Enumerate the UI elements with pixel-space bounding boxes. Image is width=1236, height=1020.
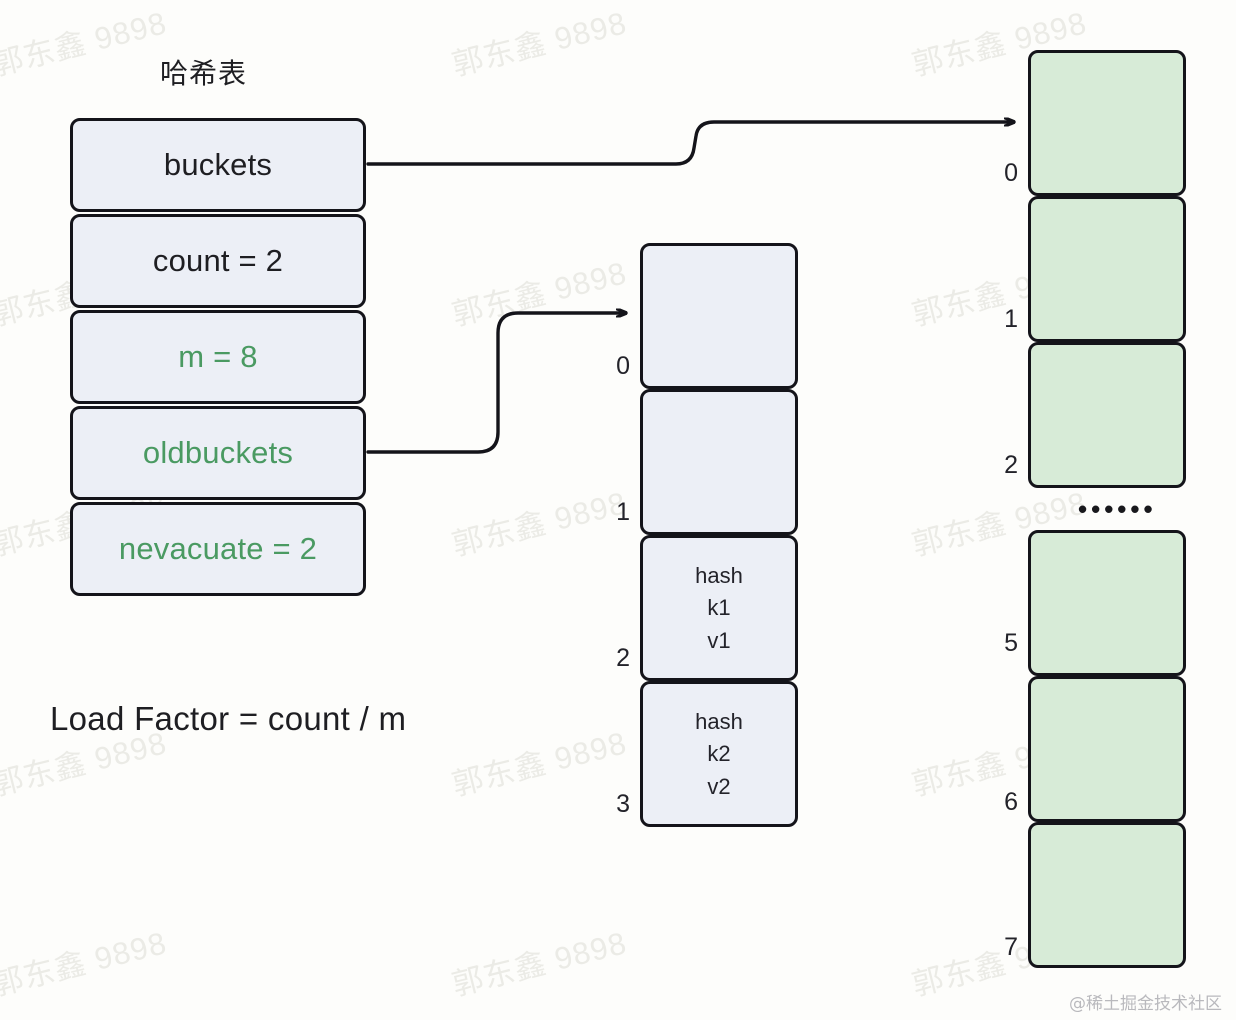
buckets-index-1: 1: [1004, 305, 1018, 333]
load-factor-formula: Load Factor = count / m: [50, 700, 407, 737]
buckets-cell-0[interactable]: [1028, 50, 1186, 196]
oldbuckets-cell-3[interactable]: hash k2 v2: [640, 681, 798, 827]
bucket-entry-hash: hash: [695, 709, 743, 735]
struct-field-m[interactable]: m = 8: [70, 310, 366, 404]
page-title: 哈希表: [160, 57, 248, 90]
bucket-entry-key: k2: [707, 741, 731, 767]
buckets-cell-6[interactable]: [1028, 676, 1186, 822]
buckets-cell-1[interactable]: [1028, 196, 1186, 342]
struct-field-oldbuckets[interactable]: oldbuckets: [70, 406, 366, 500]
struct-field-label: buckets: [163, 147, 273, 183]
struct-field-count[interactable]: count = 2: [70, 214, 366, 308]
bucket-entry: hash k2 v2: [695, 710, 743, 797]
site-watermark: @稀土掘金技术社区: [1069, 994, 1222, 1014]
buckets-cell-2[interactable]: [1028, 342, 1186, 488]
ellipsis-indicator: ••••••: [1078, 494, 1157, 524]
bucket-entry-key: k1: [707, 595, 731, 621]
buckets-index-6: 6: [1004, 788, 1018, 816]
struct-field-label: count = 2: [152, 243, 284, 279]
oldbuckets-index-3: 3: [616, 790, 630, 818]
oldbuckets-index-2: 2: [616, 644, 630, 672]
buckets-index-2: 2: [1004, 451, 1018, 479]
connector-oldbuckets-to-oldbuckets-array: [366, 313, 628, 454]
connector-buckets-to-buckets-array: [366, 122, 1016, 166]
buckets-cell-7[interactable]: [1028, 822, 1186, 968]
bucket-entry-value: v1: [707, 627, 731, 653]
buckets-index-0: 0: [1004, 159, 1018, 187]
buckets-index-7: 7: [1004, 933, 1018, 961]
oldbuckets-cell-1[interactable]: [640, 389, 798, 535]
struct-field-label: nevacuate = 2: [118, 531, 318, 567]
buckets-cell-5[interactable]: [1028, 530, 1186, 676]
struct-field-nevacuate[interactable]: nevacuate = 2: [70, 502, 366, 596]
oldbuckets-cell-0[interactable]: [640, 243, 798, 389]
oldbuckets-index-1: 1: [616, 498, 630, 526]
buckets-index-5: 5: [1004, 629, 1018, 657]
oldbuckets-index-0: 0: [616, 352, 630, 380]
bucket-entry: hash k1 v1: [695, 564, 743, 651]
oldbuckets-cell-2[interactable]: hash k1 v1: [640, 535, 798, 681]
bucket-entry-value: v2: [707, 773, 731, 799]
struct-field-label: oldbuckets: [142, 435, 294, 471]
struct-field-buckets[interactable]: buckets: [70, 118, 366, 212]
bucket-entry-hash: hash: [695, 563, 743, 589]
struct-field-label: m = 8: [178, 339, 258, 375]
